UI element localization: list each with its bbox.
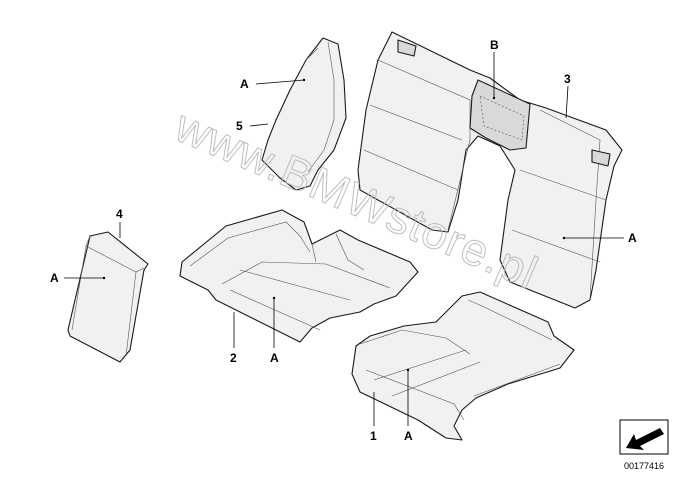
armrest-cushion: [67, 231, 149, 363]
callout-a-right-cushion: A: [404, 429, 413, 443]
callout-labels: A 5 B 3 A 4 A 2 A 1 A: [50, 38, 637, 443]
right-seat-cushion: [351, 291, 575, 441]
callout-5: 5: [236, 119, 243, 133]
callout-a-armrest: A: [50, 271, 59, 285]
left-seat-cushion: [179, 209, 419, 343]
leader-lines: [64, 52, 624, 426]
callout-2: 2: [230, 351, 237, 365]
callout-a-side-trim: A: [240, 77, 249, 91]
side-trim-panel: [261, 37, 347, 191]
callout-a-left-cushion: A: [270, 351, 279, 365]
callout-b: B: [490, 38, 499, 52]
callout-1: 1: [370, 429, 377, 443]
callout-4: 4: [116, 207, 123, 221]
arrow-pointer-icon: [619, 419, 669, 455]
diagram-number: 00177416: [624, 461, 664, 471]
callout-a-backrest: A: [628, 231, 637, 245]
callout-3: 3: [564, 72, 571, 86]
